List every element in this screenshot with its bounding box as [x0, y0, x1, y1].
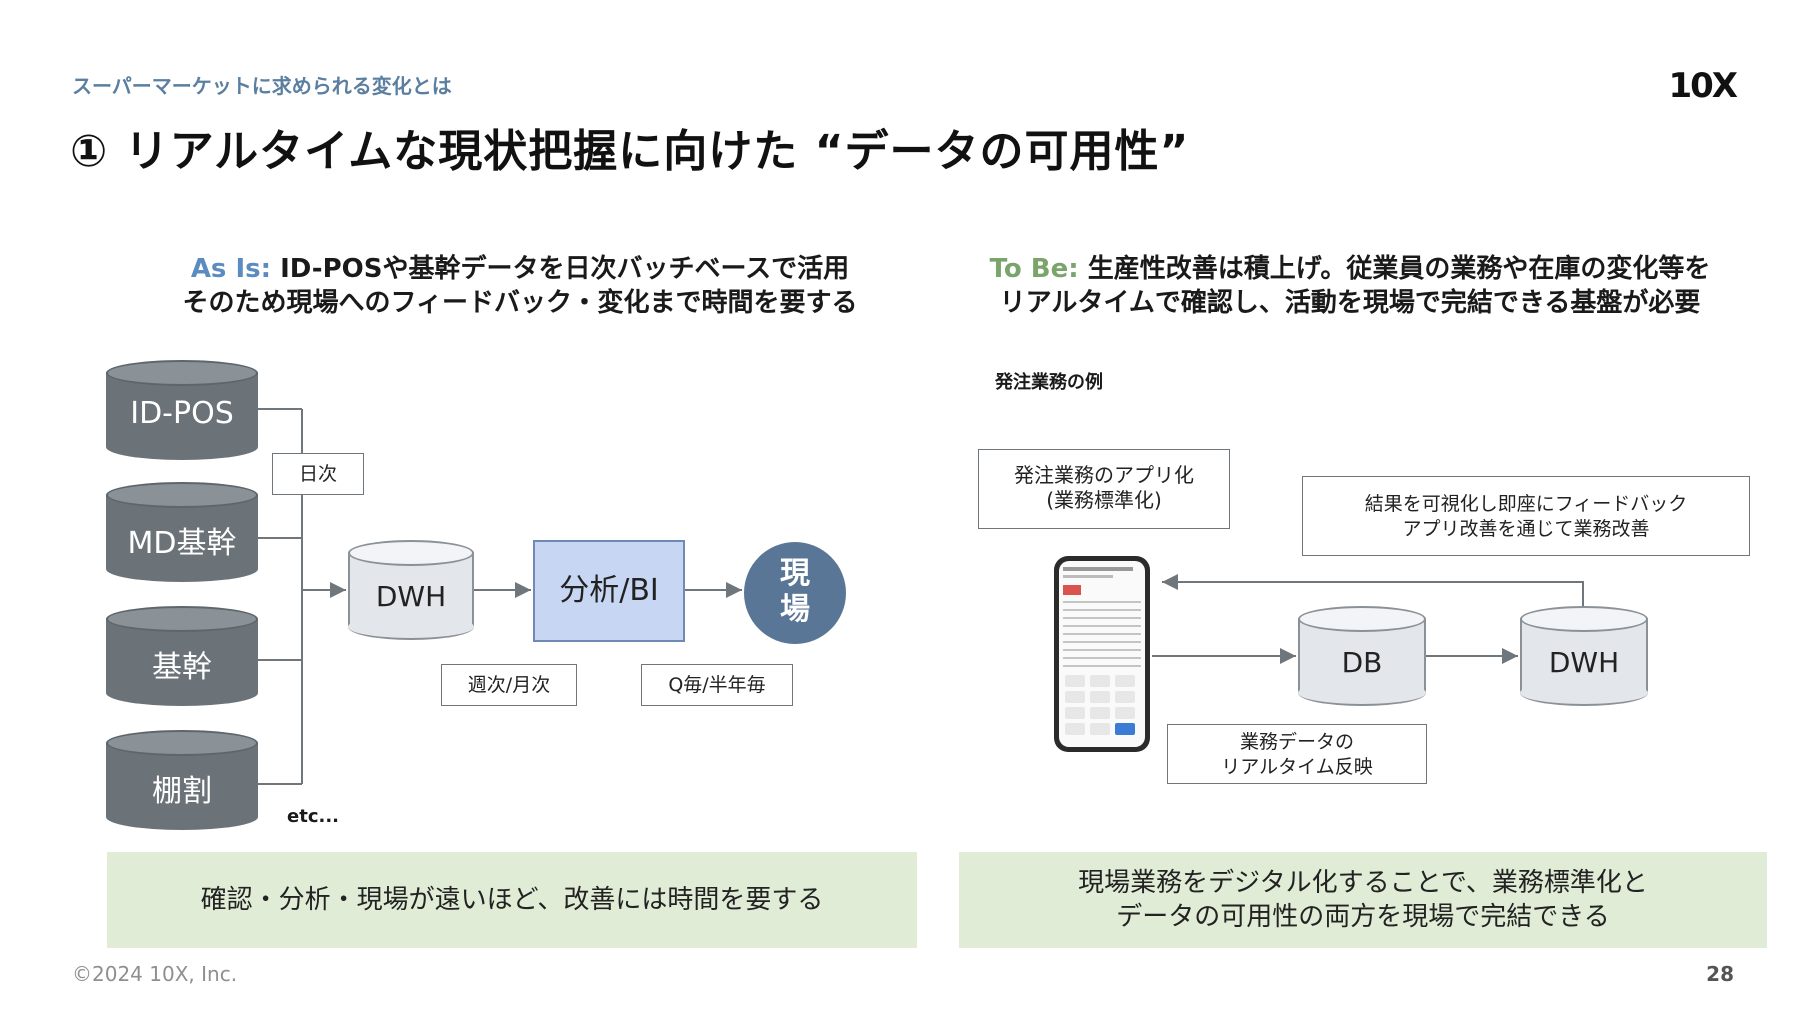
to-be-label: To Be: — [989, 254, 1079, 284]
sources-more: etc... — [287, 806, 339, 827]
to-be-summary-line2: データの可用性の両方を現場で完結できる — [1116, 902, 1610, 932]
cylinder-label: ID-POS — [130, 396, 234, 431]
cylinder-label: MD基幹 — [127, 526, 237, 561]
cylinder-kikan: 基幹 — [106, 606, 258, 706]
section-eyebrow: スーパーマーケットに求められる変化とは — [72, 74, 452, 98]
page-number: 28 — [1706, 962, 1734, 986]
example-label: 発注業務の例 — [995, 372, 1103, 393]
page-title: ① リアルタイムな現状把握に向けた “データの可用性” — [70, 126, 1190, 177]
to-be-line2: リアルタイムで確認し、活動を現場で完結できる基盤が必要 — [999, 288, 1701, 318]
cylinder-dwh-left: DWH — [348, 540, 474, 640]
site-circle: 現場 — [744, 542, 846, 644]
app-box-line2: (業務標準化) — [1046, 488, 1162, 512]
cylinder-tanawari: 棚割 — [106, 730, 258, 830]
as-is-line2: そのため現場へのフィードバック・変化まで時間を要する — [182, 288, 858, 318]
tag-quarterly: Q毎/半年毎 — [641, 664, 793, 706]
cylinder-label: DWH — [1548, 646, 1620, 679]
feedback-line1: 結果を可視化し即座にフィードバック — [1364, 493, 1688, 515]
cylinder-md-kikan: MD基幹 — [106, 482, 258, 582]
realtime-line1: 業務データの — [1239, 731, 1354, 753]
tag-daily: 日次 — [272, 453, 364, 495]
site-label: 現場 — [780, 556, 810, 627]
cylinder-label: 棚割 — [152, 774, 212, 809]
copyright: ©2024 10X, Inc. — [72, 962, 238, 986]
cylinder-label: 基幹 — [152, 650, 212, 685]
realtime-line2: リアルタイム反映 — [1221, 756, 1373, 778]
cylinder-label: DB — [1341, 646, 1383, 679]
cylinder-db: DB — [1298, 606, 1426, 706]
analysis-bi-box: 分析/BI — [533, 540, 685, 642]
to-be-heading: To Be: 生産性改善は積上げ。従業員の業務や在庫の変化等を リアルタイムで確… — [950, 252, 1750, 320]
feedback-box: 結果を可視化し即座にフィードバック アプリ改善を通じて業務改善 — [1302, 476, 1750, 556]
app-box: 発注業務のアプリ化 (業務標準化) — [978, 449, 1230, 529]
as-is-heading: As Is: ID-POSや基幹データを日次バッチベースで活用 そのため現場への… — [100, 252, 940, 320]
smartphone-app-image — [1054, 556, 1150, 752]
realtime-box: 業務データの リアルタイム反映 — [1167, 724, 1427, 784]
app-box-line1: 発注業務のアプリ化 — [1014, 463, 1194, 487]
feedback-line2: アプリ改善を通じて業務改善 — [1402, 518, 1650, 540]
to-be-summary-line1: 現場業務をデジタル化することで、業務標準化と — [1078, 868, 1648, 898]
to-be-line1: 生産性改善は積上げ。従業員の業務や在庫の変化等を — [1078, 254, 1711, 284]
to-be-summary: 現場業務をデジタル化することで、業務標準化と データの可用性の両方を現場で完結で… — [959, 852, 1767, 948]
tag-weekly-monthly: 週次/月次 — [441, 664, 577, 706]
cylinder-label: DWH — [375, 580, 447, 613]
app-screen-mock — [1063, 567, 1141, 735]
as-is-label: As Is: — [190, 254, 272, 284]
as-is-line1: ID-POSや基幹データを日次バッチベースで活用 — [271, 254, 850, 284]
cylinder-id-pos: ID-POS — [106, 360, 258, 460]
company-logo: 10X — [1668, 66, 1738, 106]
as-is-summary: 確認・分析・現場が遠いほど、改善には時間を要する — [107, 852, 917, 948]
cylinder-dwh-right: DWH — [1520, 606, 1648, 706]
